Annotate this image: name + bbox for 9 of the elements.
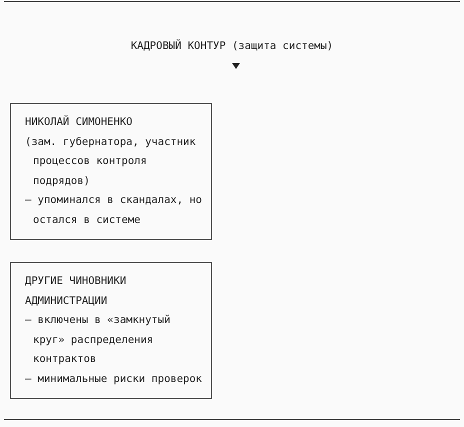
box-text: — минимальные риски проверок (25, 372, 204, 386)
box-text: — включены в «замкнутый круг» распределения контрактов (25, 313, 172, 367)
box-heading: НИКОЛАЙ СИМОНЕНКО (25, 114, 134, 130)
heading: КАДРОВЫЙ КОНТУР (защита системы) (130, 40, 334, 52)
box-text: (зам. губернатора, участник процессов контроля подрядов) (25, 134, 197, 188)
box-heading: ДРУГИЕ ЧИНОВНИКИ АДМИНИСТРАЦИИ (25, 274, 128, 308)
text-box (10, 103, 212, 240)
text-box (10, 262, 212, 399)
box-text: — упоминался в скандалах, но остался в системе (25, 193, 204, 228)
